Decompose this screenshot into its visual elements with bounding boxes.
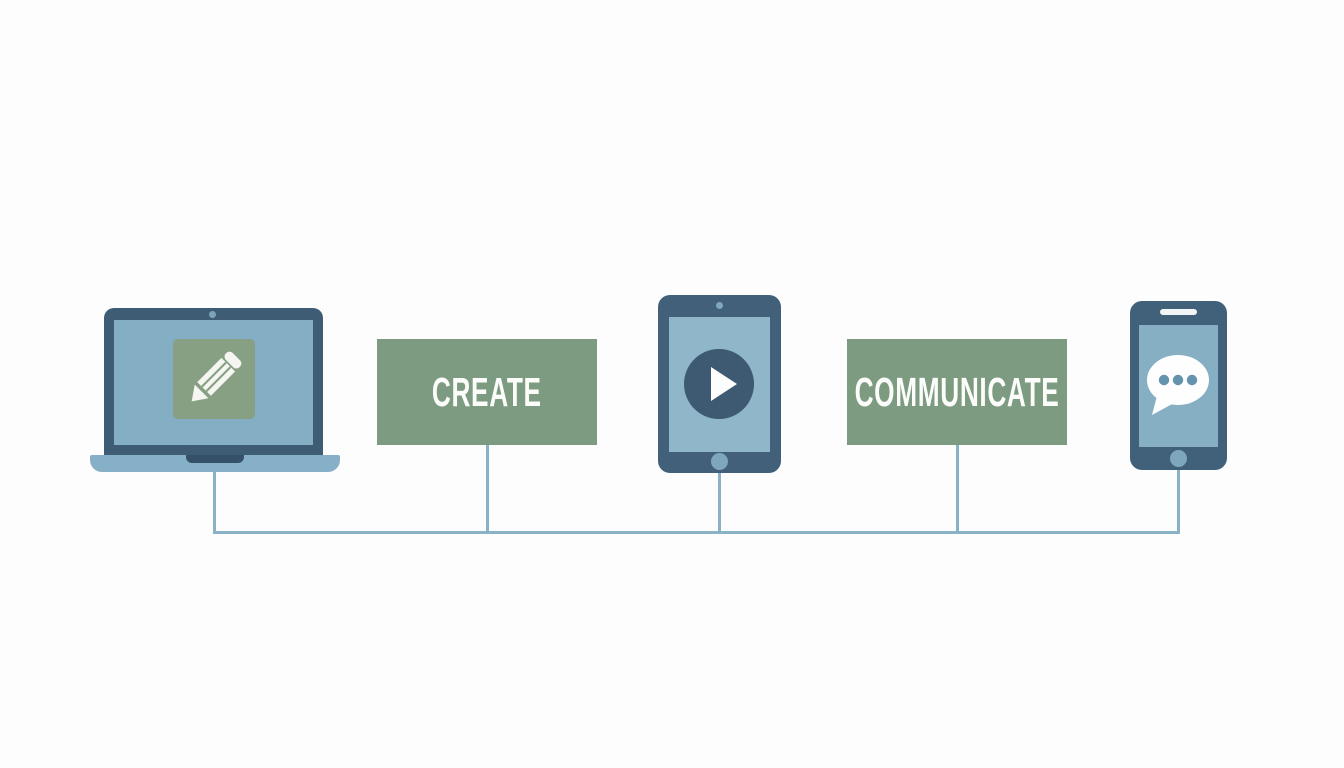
- laptop-base-notch: [186, 455, 244, 463]
- play-triangle: [711, 367, 737, 401]
- create-label: CREATE: [432, 368, 542, 415]
- create-box: CREATE: [377, 339, 597, 445]
- chat-bubble-svg: [1147, 355, 1209, 415]
- communicate-label: COMMUNICATE: [854, 368, 1060, 415]
- connector-communicate-box: [956, 445, 959, 534]
- connector-create-box: [486, 445, 489, 534]
- pencil-tile: [173, 339, 255, 419]
- chat-bubble-icon: [1141, 352, 1216, 420]
- phone-home-button: [1170, 450, 1187, 467]
- tablet-camera-dot: [716, 302, 723, 309]
- laptop-base: [90, 455, 340, 472]
- pencil-icon: [191, 351, 242, 402]
- connector-smartphone: [1177, 470, 1180, 534]
- laptop-camera-dot: [209, 311, 216, 318]
- tablet-home-button: [711, 453, 728, 470]
- connector-horizontal: [213, 531, 1180, 534]
- phone-speaker-bar: [1160, 309, 1197, 315]
- play-icon: [684, 349, 754, 419]
- connector-laptop: [213, 472, 216, 534]
- laptop-screen: [104, 308, 323, 455]
- tablet-screen: [658, 295, 781, 473]
- communicate-box: COMMUNICATE: [847, 339, 1067, 445]
- connector-tablet: [718, 473, 721, 534]
